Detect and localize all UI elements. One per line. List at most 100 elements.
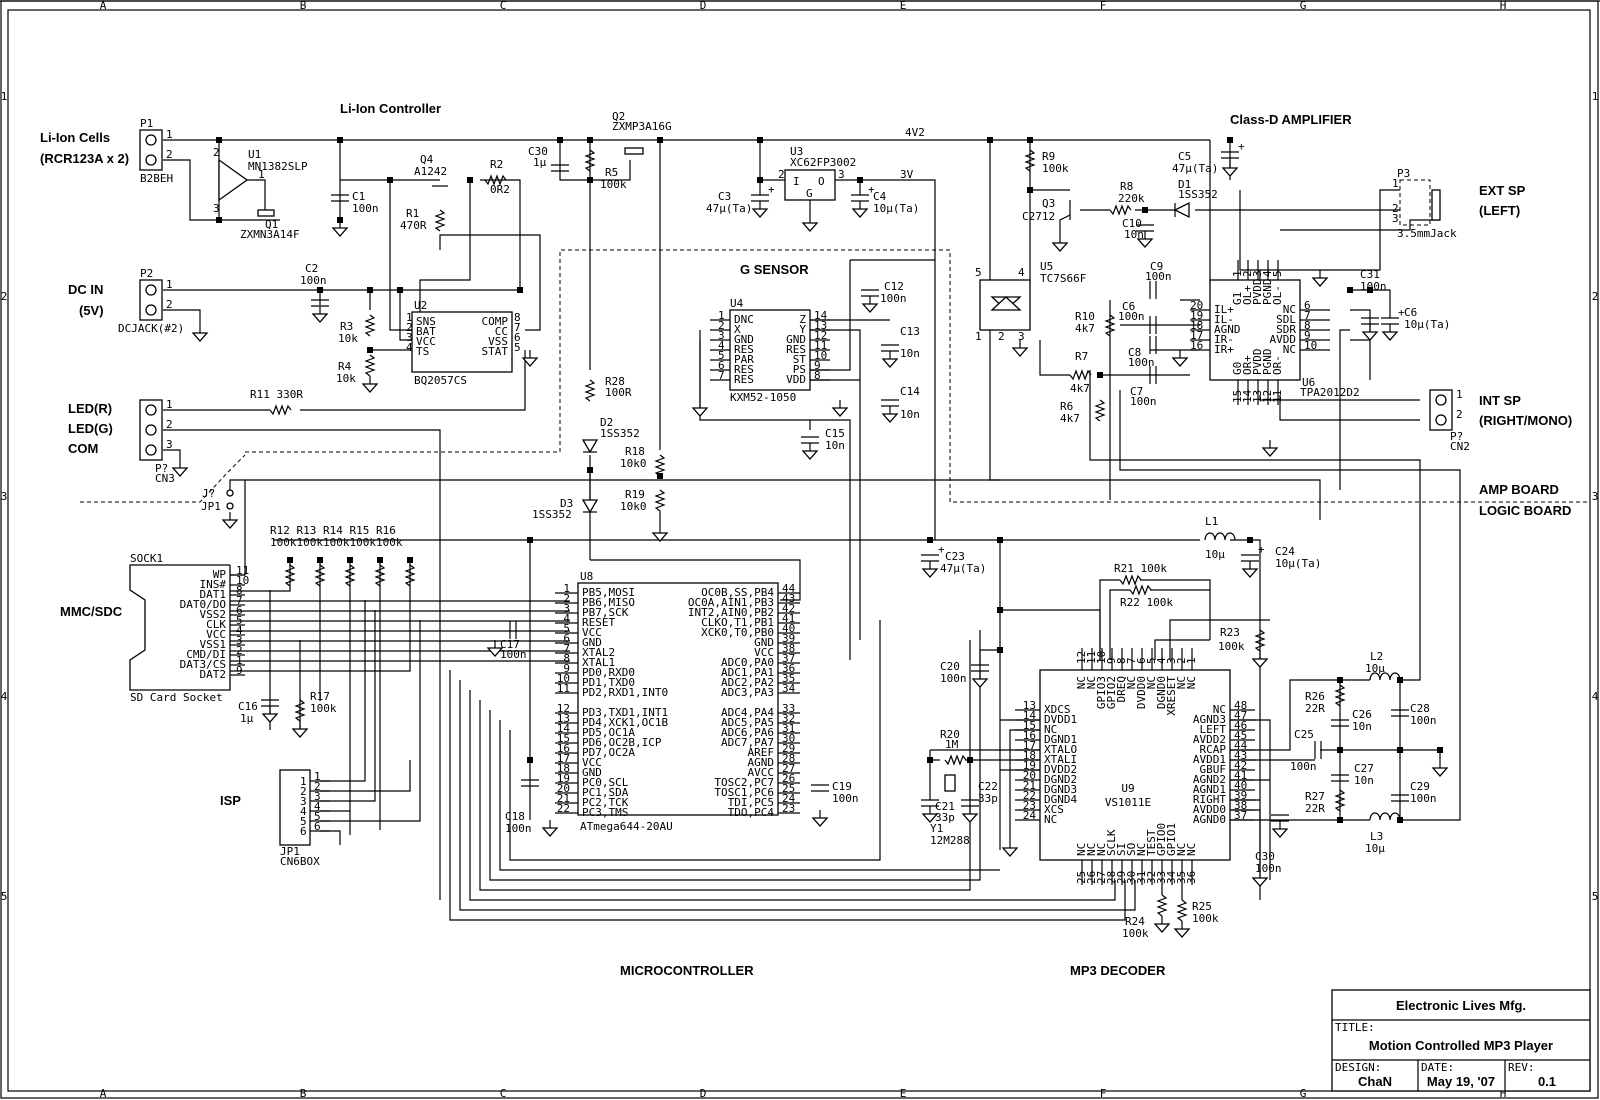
resistor-r11: R11 330R (250, 388, 303, 416)
ground-icon (881, 413, 899, 423)
pin-name: CLKO,T1,PB1 (701, 616, 774, 629)
ic-part: VS1011E (1105, 796, 1151, 809)
label: 4k7 (1070, 382, 1090, 395)
label: R24 (1125, 915, 1145, 928)
junction-dot (407, 557, 413, 563)
pin-name: DGND1 (1044, 733, 1077, 746)
pin-number: 44 (1234, 739, 1248, 752)
ground-icon (1173, 928, 1191, 938)
ground-icon (1051, 242, 1069, 252)
col-marker-D: D (700, 0, 707, 12)
label: C23 (945, 550, 965, 563)
ic-body (784, 169, 836, 201)
label-dc-in-sub: (5V) (79, 303, 104, 318)
label: A1242 (414, 165, 447, 178)
pin-name: GPIO1 (1165, 823, 1178, 856)
label: U1 (248, 148, 261, 161)
label: C9 (1150, 260, 1163, 273)
label-microcontroller: MICROCONTROLLER (620, 963, 754, 978)
pin-number: 39 (782, 632, 795, 645)
label-g-sensor: G SENSOR (740, 262, 809, 277)
label: R19 (625, 488, 645, 501)
pin-name: GND (582, 636, 602, 649)
pin-number: 3 (406, 331, 413, 344)
label: C21 (935, 800, 955, 813)
label: 0R2 (490, 183, 510, 196)
junction-dot (287, 557, 293, 563)
resistor-icon (654, 454, 666, 477)
pin-name: OC0B,SS,PB4 (701, 586, 774, 599)
pin-number: 41 (1234, 769, 1247, 782)
label: 10µ (1365, 842, 1385, 855)
label: R23 (1220, 626, 1240, 639)
pin-name: IR- (1214, 333, 1234, 346)
label: 1µ (240, 712, 254, 725)
connector-pin (145, 304, 157, 316)
label: C31 (1360, 268, 1380, 281)
label: G (806, 187, 813, 200)
pin-number: 4 (718, 339, 725, 352)
label: 1 (975, 330, 982, 343)
pin-number: 16 (1190, 339, 1203, 352)
ground-icon (221, 519, 239, 529)
junction-dot (997, 607, 1003, 613)
pin-name: NC (1075, 676, 1088, 689)
resistor-icon (1334, 684, 1346, 707)
label: C2712 (1022, 210, 1055, 223)
pin-number: 10 (557, 672, 570, 685)
polarity-mark: + (938, 543, 945, 556)
label: 1SS352 (600, 427, 640, 440)
pin-name: DGND4 (1044, 793, 1077, 806)
resistor-icon (584, 149, 596, 172)
label: I (793, 175, 800, 188)
label: R22 100k (1120, 596, 1173, 609)
label: TC7S66F (1040, 272, 1086, 285)
label: ZXMP3A16G (612, 120, 672, 133)
pin-number: 15 (557, 732, 570, 745)
pin-number: 19 (1190, 309, 1203, 322)
jack-body (1431, 189, 1441, 221)
label: P3 (1397, 167, 1410, 180)
label: 100n (880, 292, 907, 305)
revision: 0.1 (1538, 1074, 1556, 1089)
label: 10µ(Ta) (1404, 318, 1450, 331)
label: 10µ (1205, 548, 1225, 561)
resistor-icon (654, 489, 666, 512)
label: 2 (1392, 202, 1399, 215)
pin-number: 8 (236, 584, 243, 597)
resistor-icon (1156, 894, 1168, 917)
resistor-icon (284, 564, 296, 587)
net-3v: 3V (900, 168, 914, 181)
label: R12 R13 R14 R15 R16 (270, 524, 396, 537)
label-isp: ISP (220, 793, 241, 808)
connector-pin (1435, 394, 1447, 406)
pin-name: AGND2 (1193, 773, 1226, 786)
inductor-icon (1369, 812, 1401, 821)
pin-name: ST (793, 353, 807, 366)
pin-name: DVDD1 (1044, 713, 1077, 726)
junction-dot (347, 557, 353, 563)
part-p1: B2BEH (140, 172, 173, 185)
ground-icon (261, 713, 279, 723)
pin-name: ADC6,PA6 (721, 726, 774, 739)
junction-dot (1397, 677, 1403, 683)
pin-number: 2 (314, 780, 321, 793)
polarity-mark: + (1258, 543, 1265, 556)
design-label: DESIGN: (1335, 1061, 1381, 1074)
pin-name: SDR (1276, 323, 1296, 336)
pin-name: PGND (1261, 279, 1274, 306)
jumper-jp1: J?JP1 (201, 479, 245, 529)
junction-dot (997, 647, 1003, 653)
label: 100n (940, 672, 967, 685)
ground-icon (331, 227, 349, 237)
label: C24 (1275, 545, 1295, 558)
pin-name: NC (1044, 723, 1057, 736)
junction-dot (367, 287, 373, 293)
pin-number: 43 (1234, 749, 1247, 762)
pin-number: 7 (1304, 309, 1311, 322)
pin-name: OL+ (1241, 285, 1254, 305)
label: SD Card Socket (130, 691, 223, 704)
label: C7 (1130, 385, 1143, 398)
